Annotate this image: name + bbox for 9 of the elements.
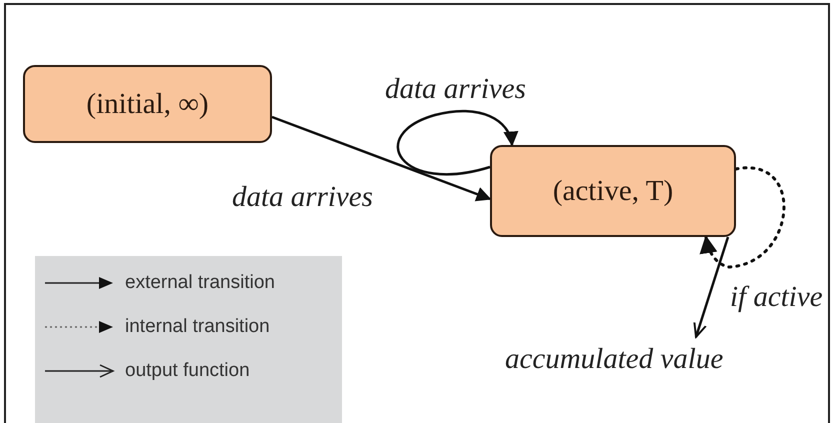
arrow xyxy=(272,116,492,202)
legend-text: output function xyxy=(125,360,250,382)
legend-text: external transition xyxy=(125,272,275,294)
arrow xyxy=(396,110,518,176)
state-box: (active, T) xyxy=(490,145,736,237)
legend-text: internal transition xyxy=(125,316,270,338)
arrow xyxy=(693,236,730,338)
state-box: (initial, ∞) xyxy=(23,65,272,143)
dotted-arrow xyxy=(700,166,786,268)
